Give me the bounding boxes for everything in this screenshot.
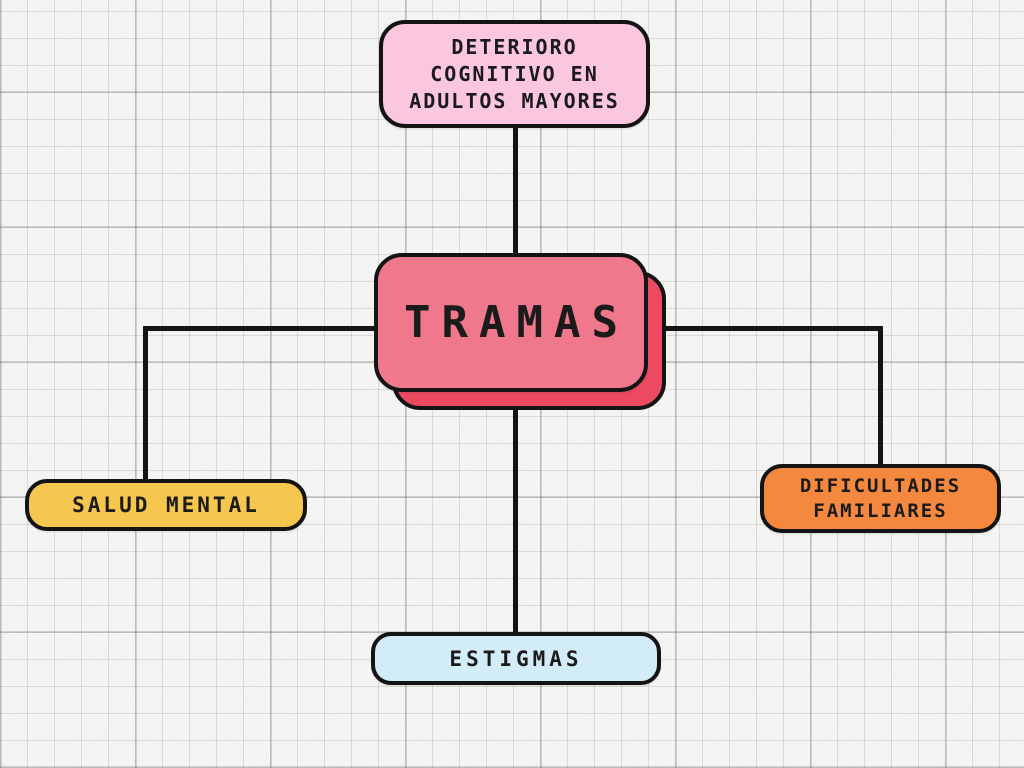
node-dificultades-familiares[interactable]: DIFICULTADES FAMILIARES — [760, 464, 1001, 533]
node-estigmas[interactable]: ESTIGMAS — [371, 632, 661, 685]
connector-right-vertical — [878, 326, 883, 467]
connector-bottom-vertical — [513, 390, 518, 636]
node-deterioro-cognitivo[interactable]: DETERIORO COGNITIVO EN ADULTOS MAYORES — [379, 20, 650, 128]
node-tramas[interactable]: TRAMAS — [374, 253, 648, 392]
node-label-line: ADULTOS MAYORES — [409, 88, 620, 113]
node-label-line: DIFICULTADES — [799, 474, 962, 497]
node-label: TRAMAS — [404, 297, 629, 348]
connector-right-horizontal — [655, 326, 883, 331]
node-salud-mental[interactable]: SALUD MENTAL — [25, 479, 307, 531]
node-label-line: FAMILIARES — [813, 499, 948, 522]
node-label: DIFICULTADES FAMILIARES — [800, 474, 961, 524]
node-label-line: COGNITIVO EN — [430, 61, 599, 86]
connector-left-horizontal — [143, 326, 379, 331]
node-label-line: DETERIORO — [451, 34, 578, 59]
connector-left-vertical — [143, 326, 148, 481]
node-label: ESTIGMAS — [449, 646, 583, 671]
connector-top-vertical — [513, 126, 518, 258]
node-label: DETERIORO COGNITIVO EN ADULTOS MAYORES — [409, 34, 620, 115]
node-label: SALUD MENTAL — [72, 493, 260, 517]
